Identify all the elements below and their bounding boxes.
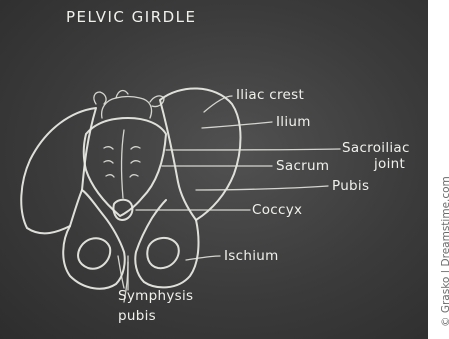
pelvis-illustration <box>0 0 428 339</box>
label-ilium: Ilium <box>276 116 311 130</box>
label-sacroiliac: Sacroiliac <box>342 142 410 156</box>
chalkboard: PELVIC GIRDLE Iliac crest Ilium Sacroili… <box>0 0 428 339</box>
label-sacroiliac-joint: joint <box>374 158 405 172</box>
image-credit: © Grasko | Dreamstime.com <box>440 176 449 327</box>
label-iliac-crest: Iliac crest <box>236 89 304 103</box>
label-pubis: Pubis <box>332 180 369 194</box>
label-symphysis-pubis: pubis <box>118 310 156 324</box>
pelvis-outline <box>21 88 240 290</box>
label-sacrum: Sacrum <box>276 160 329 174</box>
label-symphysis: Symphysis <box>118 290 193 304</box>
label-ischium: Ischium <box>224 250 279 264</box>
diagram-title: PELVIC GIRDLE <box>66 10 197 25</box>
label-coccyx: Coccyx <box>252 204 302 218</box>
